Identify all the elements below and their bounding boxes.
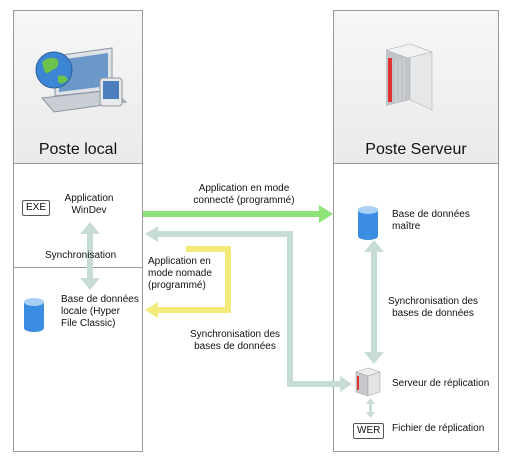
- replication-file-label: Fichier de réplication: [392, 423, 485, 434]
- local-db-line-3: File Classic): [61, 318, 116, 329]
- server-tower-icon: [385, 43, 433, 111]
- local-sync-arrow: [80, 222, 100, 290]
- replication-server-icon: [355, 367, 381, 397]
- local-database-icon: [24, 298, 44, 332]
- local-database-label: Base de données locale (Hyper File Class…: [61, 294, 139, 330]
- replication-sync-arrow: [145, 226, 352, 392]
- nomad-arrow: [145, 246, 231, 318]
- replication-sync-label: Synchronisation des bases de données: [180, 329, 290, 353]
- exe-tag: EXE: [22, 200, 51, 216]
- app-label-line-1: Application: [64, 193, 114, 204]
- application-windev-label: Application WinDev: [54, 193, 124, 217]
- connected-line-1: Application en mode: [198, 183, 290, 194]
- server-sync-line-1: Synchronisation des: [387, 296, 479, 307]
- left-panel-title: Poste local: [38, 141, 118, 158]
- server-sync-label: Synchronisation des bases de données: [373, 296, 493, 320]
- laptop-globe-icon: [35, 47, 128, 113]
- app-label-line-2: WinDev: [71, 205, 107, 216]
- connected-line-2: connecté (programmé): [193, 195, 295, 206]
- connected-arrow: [143, 205, 333, 223]
- local-db-line-1: Base de données: [61, 294, 139, 305]
- replication-file-connector: [366, 398, 375, 418]
- local-db-line-2: locale (Hyper: [61, 306, 120, 317]
- rep-sync-line-2: bases de données: [194, 341, 276, 352]
- local-sync-label: Synchronisation: [45, 250, 117, 261]
- right-panel-title: Poste Serveur: [365, 141, 467, 158]
- master-db-line-1: Base de données: [392, 209, 470, 220]
- nomad-mode-label: Application en mode nomade (programmé): [148, 256, 212, 292]
- replication-server-label: Serveur de réplication: [392, 378, 490, 389]
- server-sync-line-2: bases de données: [392, 308, 474, 319]
- connected-mode-label: Application en mode connecté (programmé): [184, 183, 304, 207]
- server-sync-arrow: [364, 240, 384, 364]
- master-database-label: Base de données maître: [392, 209, 470, 233]
- nomad-line-1: Application en: [148, 256, 211, 267]
- rep-sync-line-1: Synchronisation des: [189, 329, 281, 340]
- master-database-icon: [358, 206, 378, 240]
- left-panel-divider: [14, 267, 142, 268]
- master-db-line-2: maître: [392, 221, 421, 232]
- nomad-line-2: mode nomade: [148, 268, 212, 279]
- wer-tag: WER: [353, 423, 385, 439]
- nomad-line-3: (programmé): [148, 280, 206, 291]
